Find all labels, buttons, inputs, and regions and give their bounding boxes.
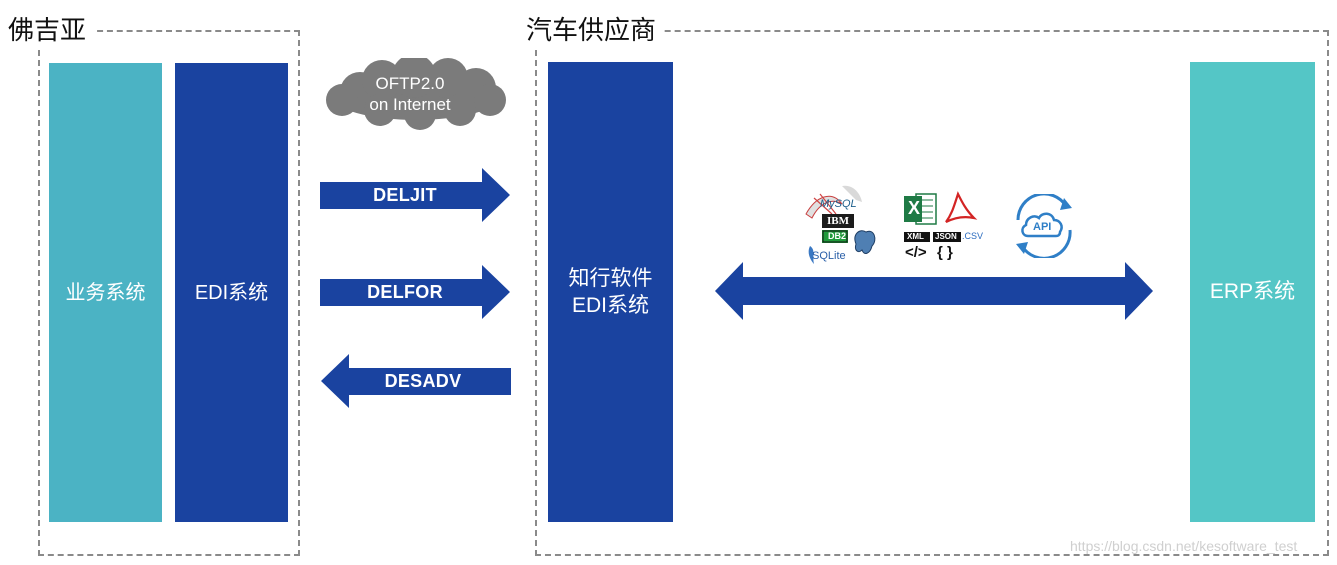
excel-x-text: X xyxy=(908,198,921,218)
right-group-title: 汽车供应商 xyxy=(522,14,665,46)
file-format-icons: X XML JSON .CSV </> { } xyxy=(902,190,986,266)
erp-system-label: ERP系统 xyxy=(1209,280,1296,303)
bidirectional-arrow xyxy=(715,262,1153,320)
delfor-label: DELFOR xyxy=(367,282,443,302)
business-system-label: 业务系统 xyxy=(65,281,146,304)
cloud-label: OFTP2.0 on Internet xyxy=(369,74,451,114)
json-text: JSON xyxy=(935,232,957,241)
edi-system-label: EDI系统 xyxy=(194,281,269,304)
zhixing-edi-label: 知行软件 EDI系统 xyxy=(568,267,653,317)
cloud-icon xyxy=(326,58,506,130)
desadv-label: DESADV xyxy=(384,371,462,391)
zhixing-edi-block: 知行软件 EDI系统 xyxy=(548,62,673,522)
erp-system-block: ERP系统 xyxy=(1190,62,1315,522)
api-cloud-icon: API xyxy=(1008,194,1082,258)
xml-text: XML xyxy=(907,232,924,241)
deljit-label: DELJIT xyxy=(373,185,437,205)
business-system-block: 业务系统 xyxy=(49,63,162,522)
ibm-text: IBM xyxy=(827,215,849,227)
braces-text: { } xyxy=(937,244,953,261)
mysql-text: MySQL xyxy=(820,198,857,210)
watermark: https://blog.csdn.net/kesoftware_test xyxy=(1070,538,1298,554)
edi-system-block: EDI系统 xyxy=(175,63,288,522)
right-group-box xyxy=(535,30,1329,556)
desadv-arrow xyxy=(321,354,511,408)
db2-text: DB2 xyxy=(828,231,847,241)
left-group-box xyxy=(38,30,300,556)
database-logos-icon: MySQL IBM DB2 SQLite xyxy=(802,184,878,266)
csv-text: .CSV xyxy=(962,231,984,241)
deljit-arrow xyxy=(320,168,510,222)
delfor-arrow xyxy=(320,265,510,319)
sqlite-text: SQLite xyxy=(812,250,846,262)
code-tag-text: </> xyxy=(905,244,927,261)
left-group-title: 佛吉亚 xyxy=(4,14,95,46)
api-text: API xyxy=(1033,221,1052,233)
